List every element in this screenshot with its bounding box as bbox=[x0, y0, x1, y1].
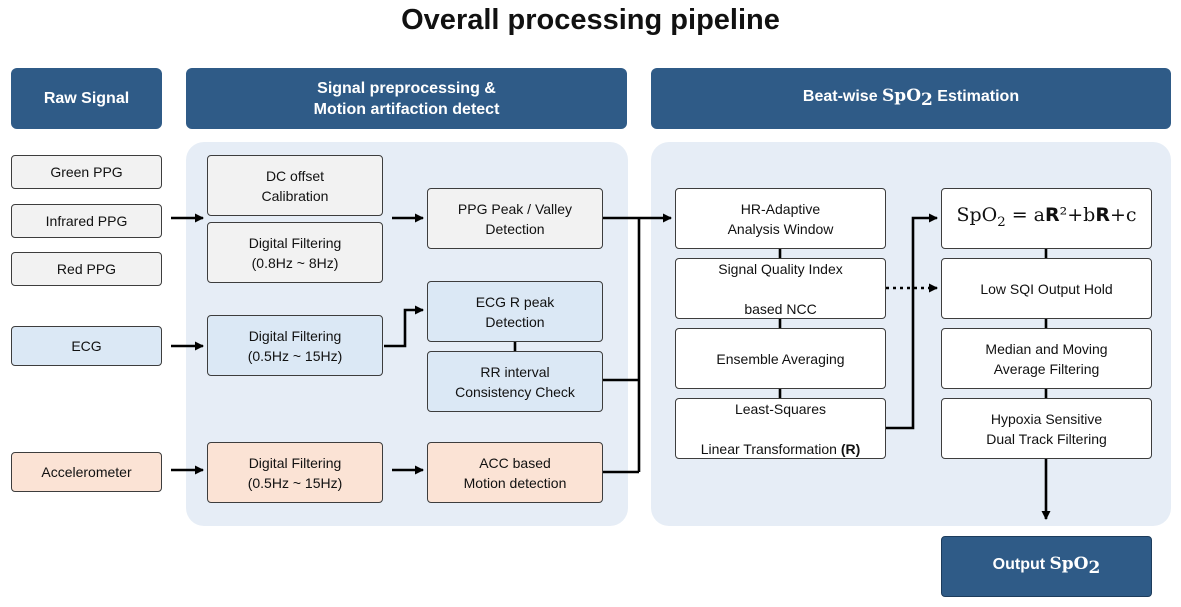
formula-lhs-sub: 2 bbox=[997, 214, 1006, 230]
preprocessing-header-line1: Signal preprocessing & bbox=[317, 79, 496, 97]
lsq-line2: Linear Transformation bbox=[700, 440, 841, 457]
estimation-header: Beat-wise SpO2 Estimation bbox=[651, 68, 1171, 129]
formula-plus-c: +c bbox=[1110, 203, 1137, 226]
ecg-digital-filtering-box: Digital Filtering (0.5Hz ~ 15Hz) bbox=[207, 315, 383, 376]
signal-quality-index-box: Signal Quality Index based NCC bbox=[675, 258, 886, 319]
raw-input-green-ppg: Green PPG bbox=[11, 155, 162, 189]
raw-input-ecg: ECG bbox=[11, 326, 162, 366]
ppg-digital-filtering-box: Digital Filtering (0.8Hz ~ 8Hz) bbox=[207, 222, 383, 283]
raw-signal-header: Raw Signal bbox=[11, 68, 162, 129]
acc-motion-detection-box: ACC based Motion detection bbox=[427, 442, 603, 503]
ppg-peak-valley-detection-box: PPG Peak / Valley Detection bbox=[427, 188, 603, 249]
dc-offset-calibration-box: DC offset Calibration bbox=[207, 155, 383, 216]
raw-signal-header-label: Raw Signal bbox=[43, 90, 130, 107]
estimation-header-prefix: Beat-wise bbox=[802, 87, 883, 105]
lsq-line1: Least-Squares bbox=[734, 400, 827, 417]
formula-eq: = bbox=[1005, 203, 1034, 226]
ensemble-averaging-box: Ensemble Averaging bbox=[675, 328, 886, 389]
hypoxia-dual-track-box: Hypoxia Sensitive Dual Track Filtering bbox=[941, 398, 1152, 459]
diagram-title: Overall processing pipeline bbox=[401, 4, 780, 36]
formula-lhs: SpO bbox=[956, 203, 998, 226]
formula-r2: R bbox=[1095, 203, 1110, 226]
least-squares-box: Least-Squares Linear Transformation (R) bbox=[675, 398, 886, 459]
formula-square: ² bbox=[1059, 203, 1068, 226]
arrow-ecg-filter-to-peak bbox=[384, 305, 424, 348]
formula-r1: R bbox=[1045, 203, 1060, 226]
output-subscript: 2 bbox=[1088, 558, 1101, 579]
hr-adaptive-window-box: HR-Adaptive Analysis Window bbox=[675, 188, 886, 249]
estimation-header-symbol: SpO bbox=[882, 85, 922, 106]
arrow-lsq-to-formula bbox=[886, 213, 938, 430]
preprocessing-header-line2: Motion artifaction detect bbox=[313, 100, 500, 118]
raw-input-red-ppg: Red PPG bbox=[11, 252, 162, 286]
formula-plus-b: +b bbox=[1067, 203, 1096, 226]
raw-input-accelerometer: Accelerometer bbox=[11, 452, 162, 492]
preprocessing-header: Signal preprocessing & Motion artifactio… bbox=[186, 68, 627, 129]
ecg-r-peak-detection-box: ECG R peak Detection bbox=[427, 281, 603, 342]
formula-a: a bbox=[1033, 203, 1045, 226]
acc-digital-filtering-box: Digital Filtering (0.5Hz ~ 15Hz) bbox=[207, 442, 383, 503]
rr-interval-consistency-box: RR interval Consistency Check bbox=[427, 351, 603, 412]
sqi-line2: based NCC bbox=[744, 300, 817, 317]
low-sqi-output-hold-box: Low SQI Output Hold bbox=[941, 258, 1152, 319]
output-prefix: Output bbox=[992, 556, 1050, 574]
median-moving-average-box: Median and Moving Average Filtering bbox=[941, 328, 1152, 389]
spo2-formula-box: SpO2 = aR²+bR+c bbox=[941, 188, 1152, 249]
lsq-r-symbol: (R) bbox=[840, 440, 861, 457]
estimation-header-subscript: 2 bbox=[921, 90, 933, 111]
raw-input-infrared-ppg: Infrared PPG bbox=[11, 204, 162, 238]
output-spo2-box: Output SpO2 bbox=[941, 536, 1152, 597]
estimation-header-suffix: Estimation bbox=[932, 87, 1020, 105]
output-symbol: SpO bbox=[1049, 554, 1089, 575]
sqi-line1: Signal Quality Index bbox=[718, 260, 843, 277]
